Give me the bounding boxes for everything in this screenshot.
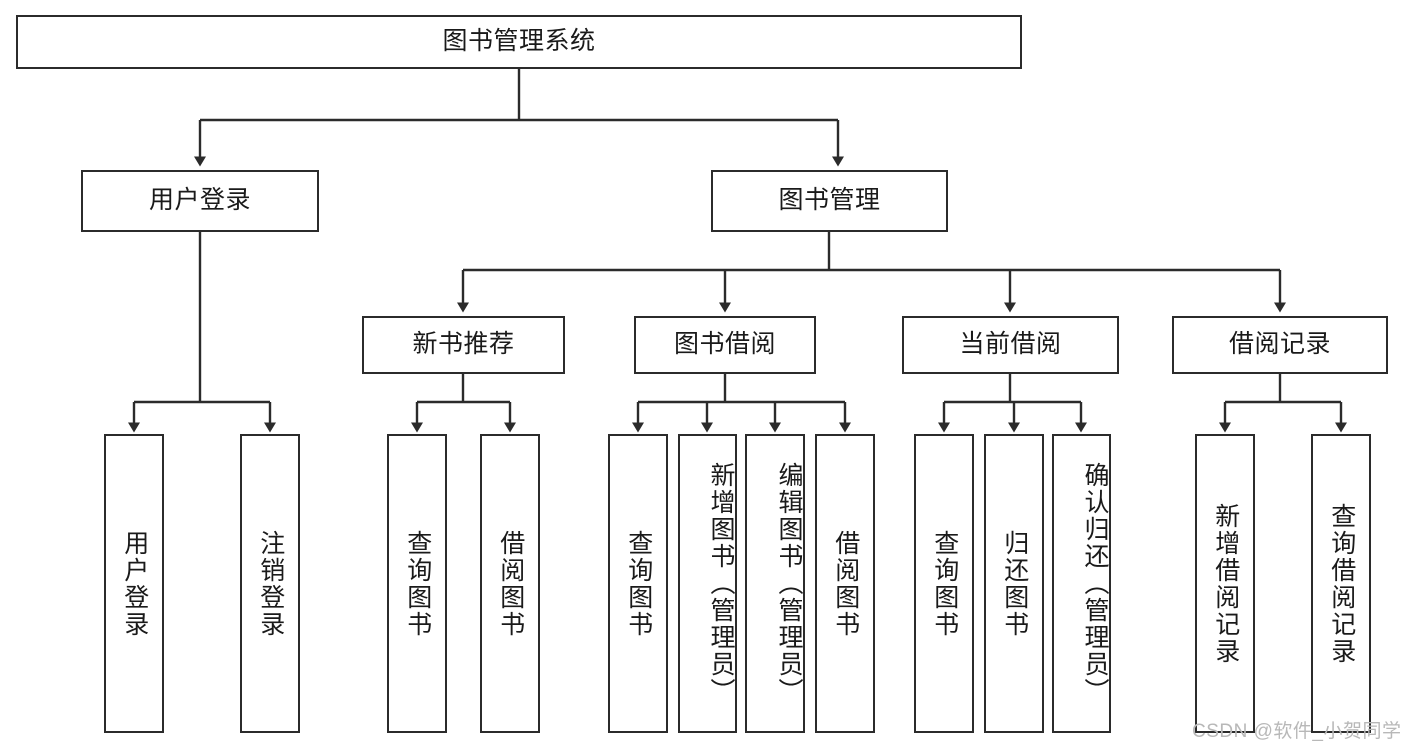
node-current-borrowing[interactable]: 当前借阅 [902,316,1119,374]
node-user-login[interactable]: 用户登录 [81,170,319,232]
node-label: 图书管理 [778,186,881,215]
newbooks-to-leaves-connectors [411,374,516,433]
node-label: 新增图书（管理员） [707,462,735,705]
node-label: 查询图书 [930,529,959,638]
node-label: 借阅记录 [1228,330,1331,359]
leaf-edit-book-admin[interactable]: 编辑图书（管理员） [745,434,805,733]
leaf-query-books-current[interactable]: 查询图书 [914,434,974,733]
node-label: 借阅图书 [831,529,860,638]
leaf-add-borrow-record[interactable]: 新增借阅记录 [1195,434,1255,733]
node-label: 归还图书 [1000,529,1029,638]
node-label: 新书推荐 [412,330,515,359]
node-book-management[interactable]: 图书管理 [711,170,948,232]
node-borrowing-records[interactable]: 借阅记录 [1172,316,1388,374]
node-label: 新增借阅记录 [1211,502,1240,665]
node-label: 用户登录 [120,529,149,638]
leaf-borrow-books-recommendation[interactable]: 借阅图书 [480,434,540,733]
node-label: 查询图书 [403,529,432,638]
node-label: 注销登录 [256,529,285,638]
node-label: 借阅图书 [496,529,525,638]
leaf-logout-login[interactable]: 注销登录 [240,434,300,733]
node-label: 确认归还（管理员） [1081,462,1109,705]
node-book-borrowing[interactable]: 图书借阅 [634,316,816,374]
node-new-book-recommendation[interactable]: 新书推荐 [362,316,565,374]
csdn-watermark: CSDN @软件_小贺同学 [1192,721,1402,742]
leaf-query-borrow-record[interactable]: 查询借阅记录 [1311,434,1371,733]
leaf-add-book-admin[interactable]: 新增图书（管理员） [678,434,737,733]
currentborrow-to-leaves-connectors [938,374,1087,433]
leaf-user-login[interactable]: 用户登录 [104,434,164,733]
leaf-borrow-books[interactable]: 借阅图书 [815,434,875,733]
node-label: 编辑图书（管理员） [775,462,803,705]
node-label: 图书管理系统 [442,27,596,56]
leaf-return-books[interactable]: 归还图书 [984,434,1044,733]
userlogin-to-leaves-connectors [128,232,276,433]
node-label: 查询借阅记录 [1327,502,1356,665]
level2-booksmgmt-to-level3-connectors [457,232,1286,313]
leaf-query-books-borrowing[interactable]: 查询图书 [608,434,668,733]
borrowrecords-to-leaves-connectors [1219,374,1347,433]
node-root-library-management-system[interactable]: 图书管理系统 [16,15,1022,69]
node-label: 图书借阅 [673,330,776,359]
leaf-query-books-recommendation[interactable]: 查询图书 [387,434,447,733]
borrowbooks-to-leaves-connectors [632,374,851,433]
node-label: 当前借阅 [959,330,1062,359]
leaf-confirm-return-admin[interactable]: 确认归还（管理员） [1052,434,1111,733]
node-label: 查询图书 [624,529,653,638]
root-to-level2-connectors [194,69,844,167]
node-label: 用户登录 [148,186,251,215]
